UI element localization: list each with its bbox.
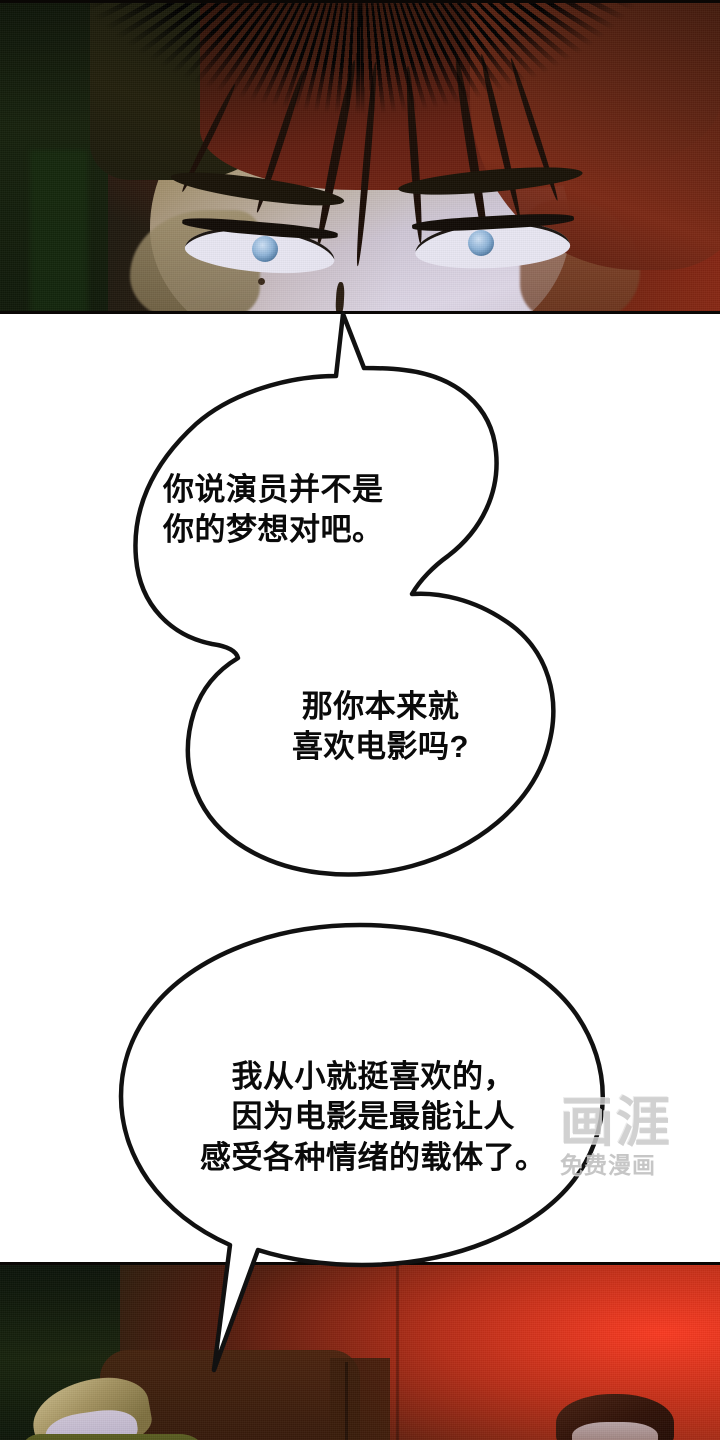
character-iris-right — [468, 230, 494, 256]
panel-top-border — [0, 0, 720, 3]
bubble-2-text: 那你本来就 喜欢电影吗? — [292, 689, 469, 765]
panel-top-green-accent — [30, 150, 88, 314]
dark-haired-character-face — [572, 1422, 658, 1440]
panel-bottom-border — [0, 311, 720, 314]
blond-character-shirt — [20, 1434, 210, 1440]
sofa-seam — [345, 1362, 348, 1440]
bubble-1-and-2-shape — [133, 311, 556, 877]
bubble-3-shape — [118, 922, 605, 1373]
bubble-3-text: 我从小就挺喜欢的， 因为电影是最能让人 感受各种情绪的载体了。 — [200, 1059, 547, 1175]
bubble-1-text: 你说演员并不是 你的梦想对吧。 — [163, 472, 384, 548]
sofa-arm — [330, 1358, 390, 1440]
character-iris-left — [252, 236, 278, 262]
character-mole — [258, 278, 265, 285]
panel-bottom-wall-edge — [396, 1262, 399, 1440]
